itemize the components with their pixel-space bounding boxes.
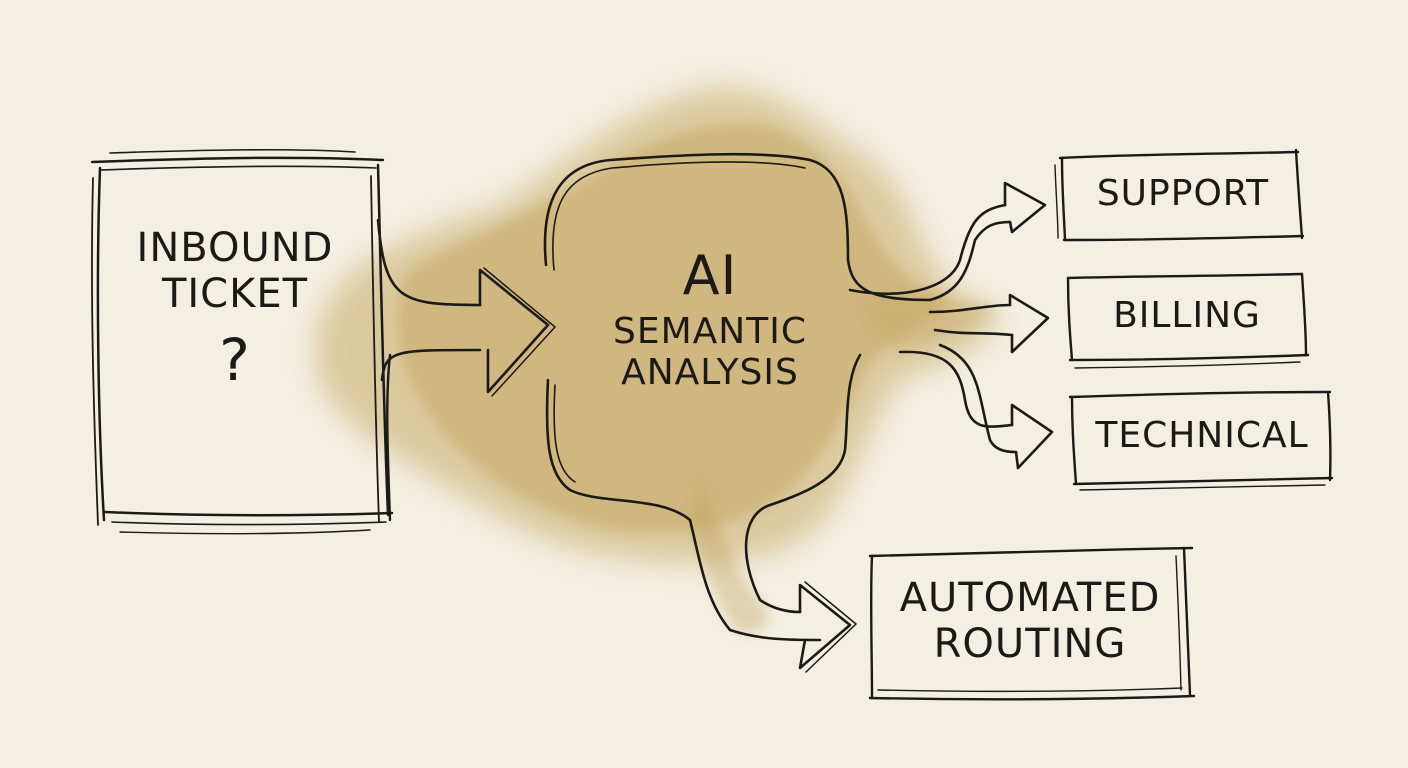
arrow-to-routing (798, 581, 857, 673)
ai-line-3: ANALYSIS (621, 352, 799, 394)
routing-line-2: ROUTING (933, 621, 1127, 667)
billing-label: BILLING (1113, 295, 1261, 336)
routing-line-1: AUTOMATED (899, 575, 1161, 621)
technical-box (1068, 390, 1334, 491)
ai-line-1: AI (682, 244, 738, 307)
support-label: SUPPORT (1096, 173, 1270, 214)
arrow-to-technical (898, 343, 1054, 470)
ai-blob-outline (543, 152, 932, 642)
automated-routing-label: AUTOMATED ROUTING (874, 575, 1186, 667)
inbound-line-2: TICKET (161, 271, 309, 317)
watercolor-wash (315, 88, 1000, 633)
arrow-to-billing (928, 293, 1050, 354)
arrow-to-support (848, 181, 1047, 302)
billing-box (1066, 272, 1310, 369)
ai-semantic-analysis-label: AI SEMANTIC ANALYSIS (565, 244, 855, 394)
routing-box (868, 546, 1196, 701)
question-mark: ? (219, 326, 251, 394)
inbound-ticket-box (90, 148, 394, 535)
support-box (1054, 148, 1305, 242)
arrow-ticket-to-ai (376, 218, 556, 522)
inbound-line-1: INBOUND (136, 225, 334, 271)
inbound-ticket-label: INBOUND TICKET ? (110, 225, 360, 394)
ai-line-2: SEMANTIC (613, 311, 807, 353)
technical-label: TECHNICAL (1095, 415, 1309, 456)
